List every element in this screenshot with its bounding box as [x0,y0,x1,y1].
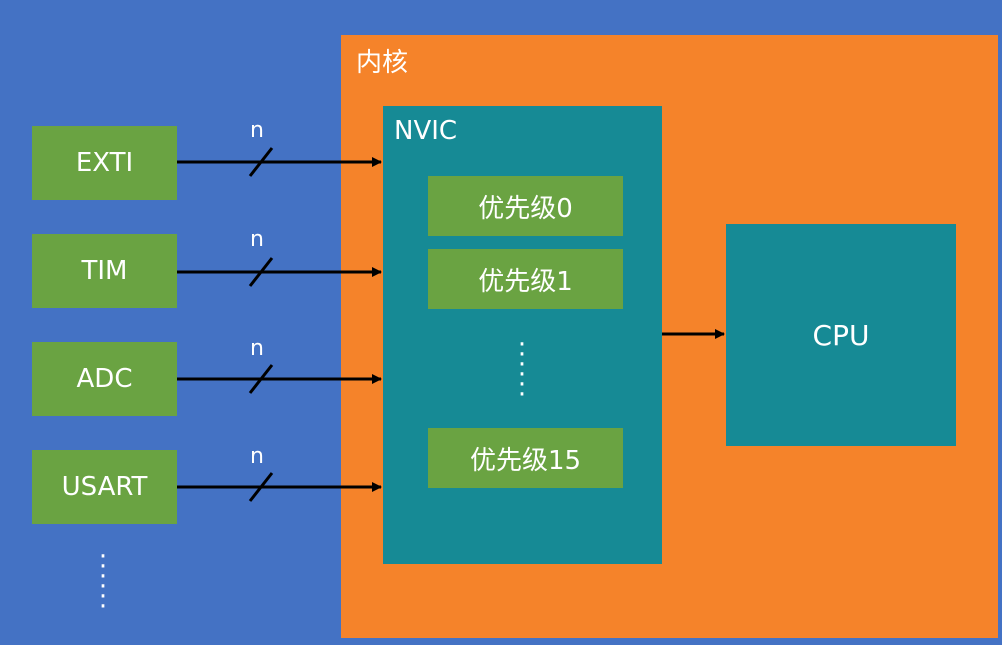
priority-ellipsis: ······ [517,330,527,410]
core-label: 内核 [356,48,409,78]
peripheral-ellipsis: ······ [98,542,108,622]
bus-width-label-exti: n [250,118,264,143]
peripheral-tim: TIM [32,234,177,308]
priority-0-block: 优先级0 [428,176,623,236]
cpu-block: CPU [726,224,956,446]
priority-1-block: 优先级1 [428,249,623,309]
usart-bus-slash [248,472,274,502]
nvic-label: NVIC [394,116,458,146]
tim-bus-slash [248,257,274,287]
bus-width-label-tim: n [250,227,264,252]
peripheral-exti: EXTI [32,126,177,200]
exti-bus-slash [248,147,274,177]
peripheral-adc: ADC [32,342,177,416]
peripheral-usart: USART [32,450,177,524]
bus-width-label-usart: n [250,444,264,469]
priority-15-block: 优先级15 [428,428,623,488]
bus-width-label-adc: n [250,336,264,361]
adc-bus-slash [248,364,274,394]
